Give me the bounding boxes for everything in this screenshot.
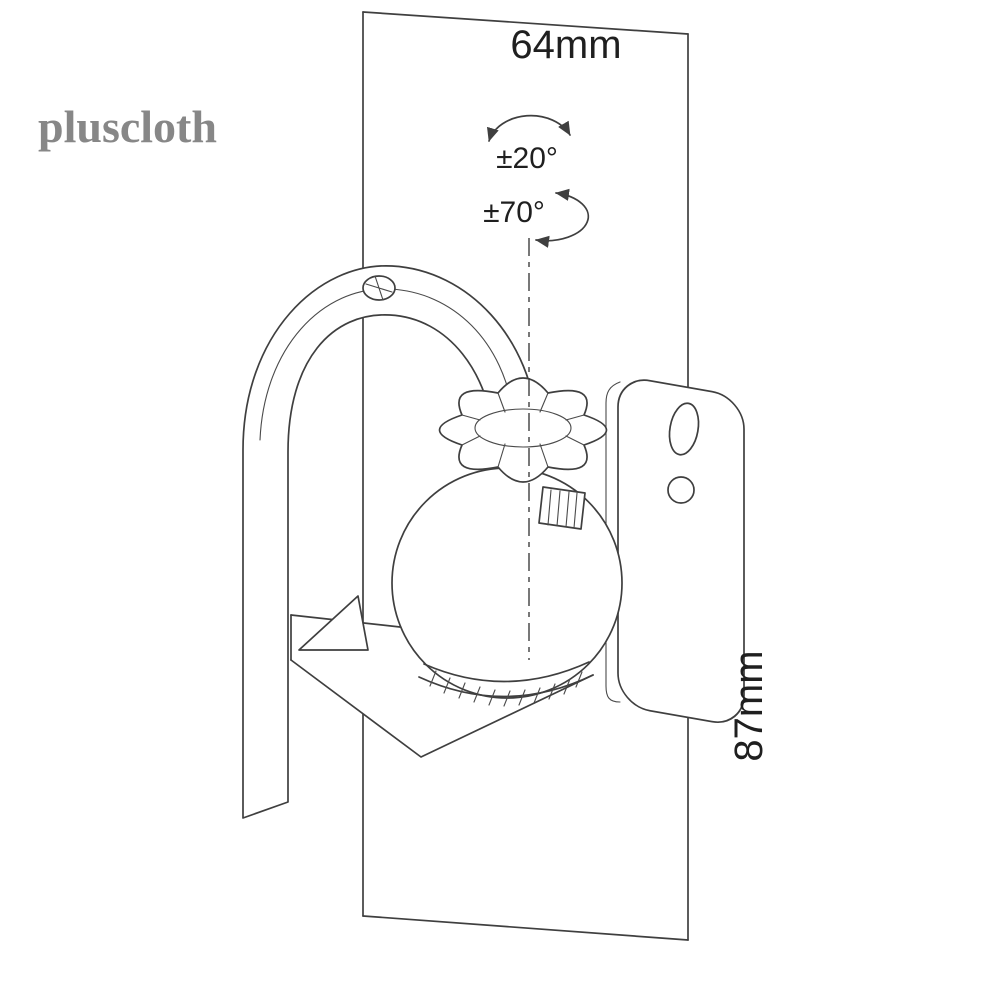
clamp-ring <box>418 661 594 707</box>
width-dimension-label: 64mm <box>510 23 621 67</box>
tilt-angle-label: ±70° <box>483 196 545 229</box>
swivel-arrow-icon <box>487 114 571 142</box>
clamp-knob <box>438 377 608 483</box>
wall-panel <box>362 11 689 941</box>
height-dimension-label: 87mm <box>727 650 771 761</box>
watermark: pluscloth <box>38 101 217 152</box>
mounting-screw-icon <box>362 275 396 301</box>
mounting-plate <box>605 379 745 724</box>
cradle-edge <box>290 659 594 758</box>
keyhole-slot <box>667 402 700 504</box>
threaded-neck <box>538 486 586 530</box>
swivel-angle-label: ±20° <box>496 142 558 175</box>
tilt-arrow-icon <box>535 188 590 248</box>
arch-bracket <box>242 265 539 819</box>
wedge-stop <box>298 595 369 651</box>
